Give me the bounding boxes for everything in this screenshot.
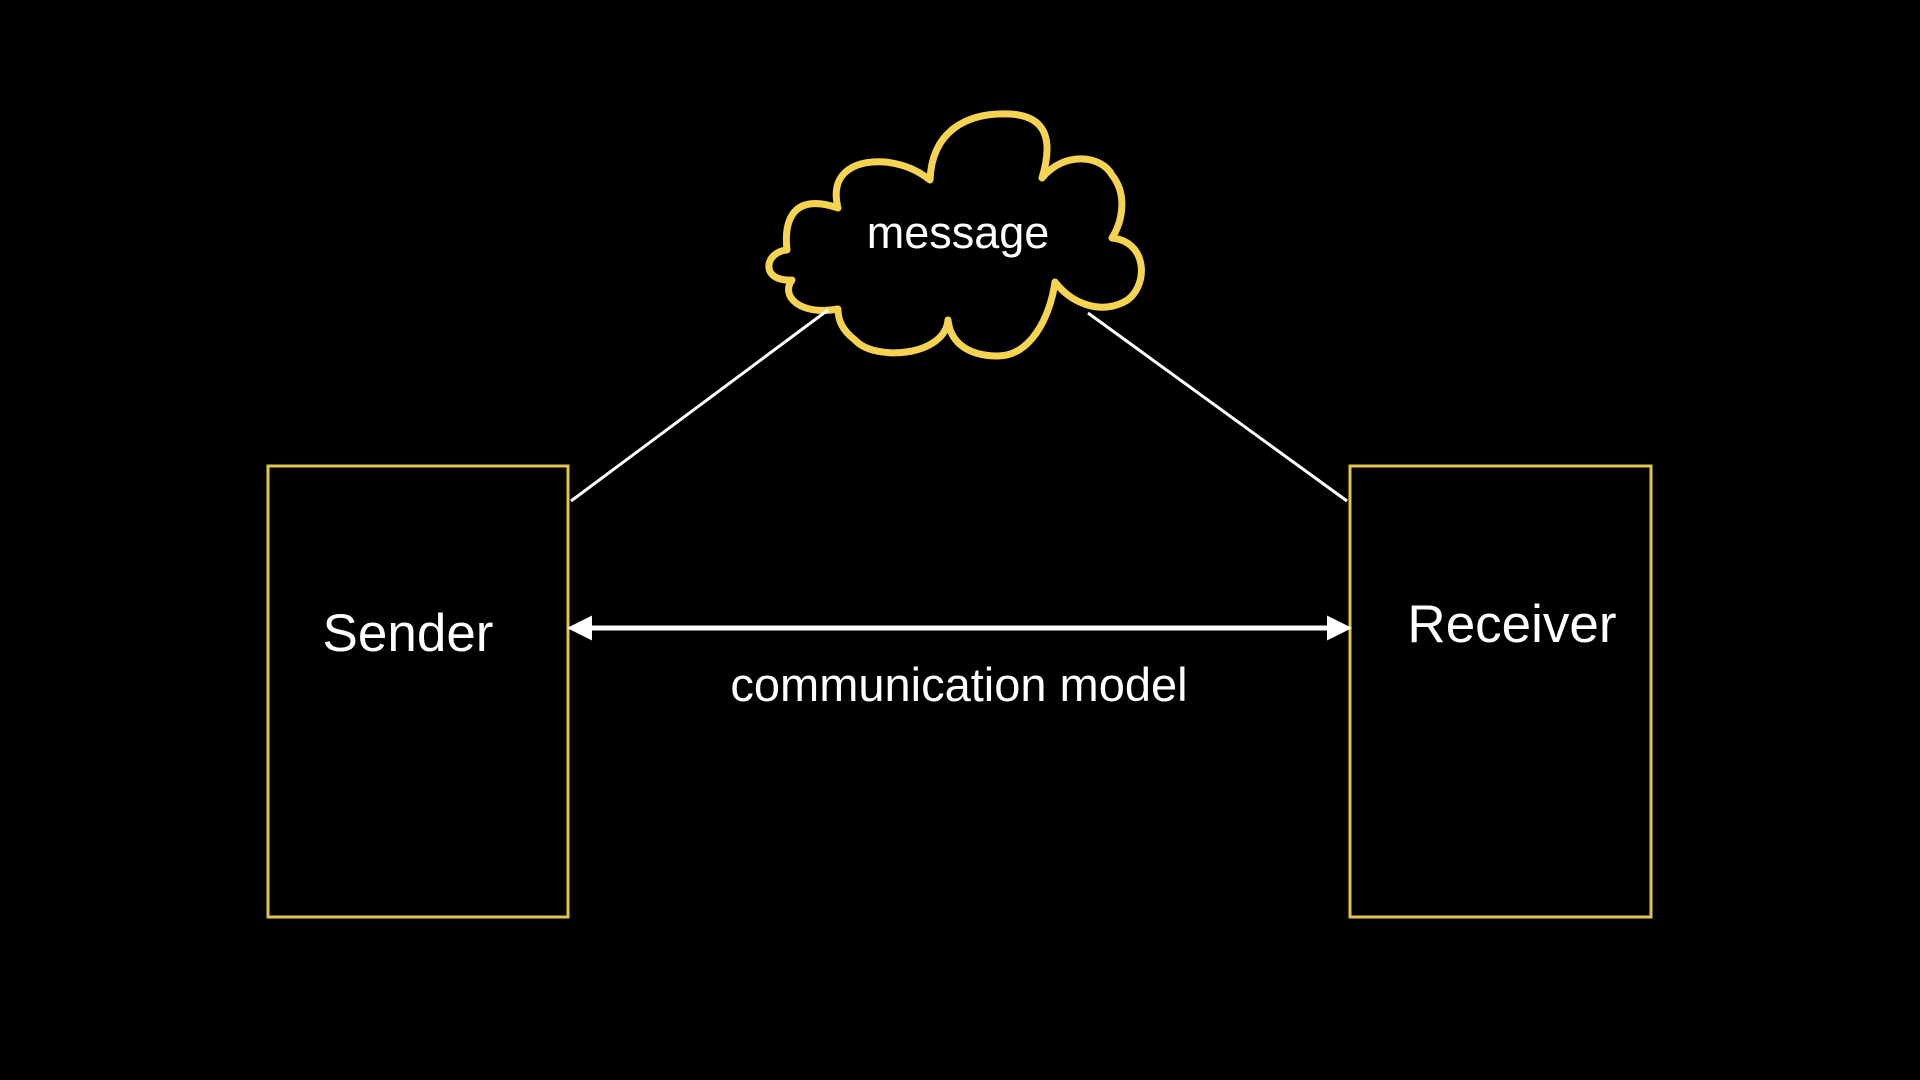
message-label: message	[867, 207, 1050, 258]
communication-edge: communication model	[567, 615, 1352, 711]
edge-label: communication model	[730, 658, 1187, 711]
sender-node: Sender	[266, 464, 570, 919]
message-node: message	[765, 110, 1145, 360]
message-cloud	[765, 110, 1145, 360]
receiver-label: Receiver	[1407, 595, 1616, 654]
sender-to-message-line	[570, 308, 829, 503]
sender-box	[266, 464, 570, 919]
receiver-box	[1348, 464, 1653, 919]
message-to-receiver-line	[1087, 311, 1348, 503]
receiver-node: Receiver	[1348, 464, 1653, 919]
sender-label: Sender	[323, 604, 494, 663]
